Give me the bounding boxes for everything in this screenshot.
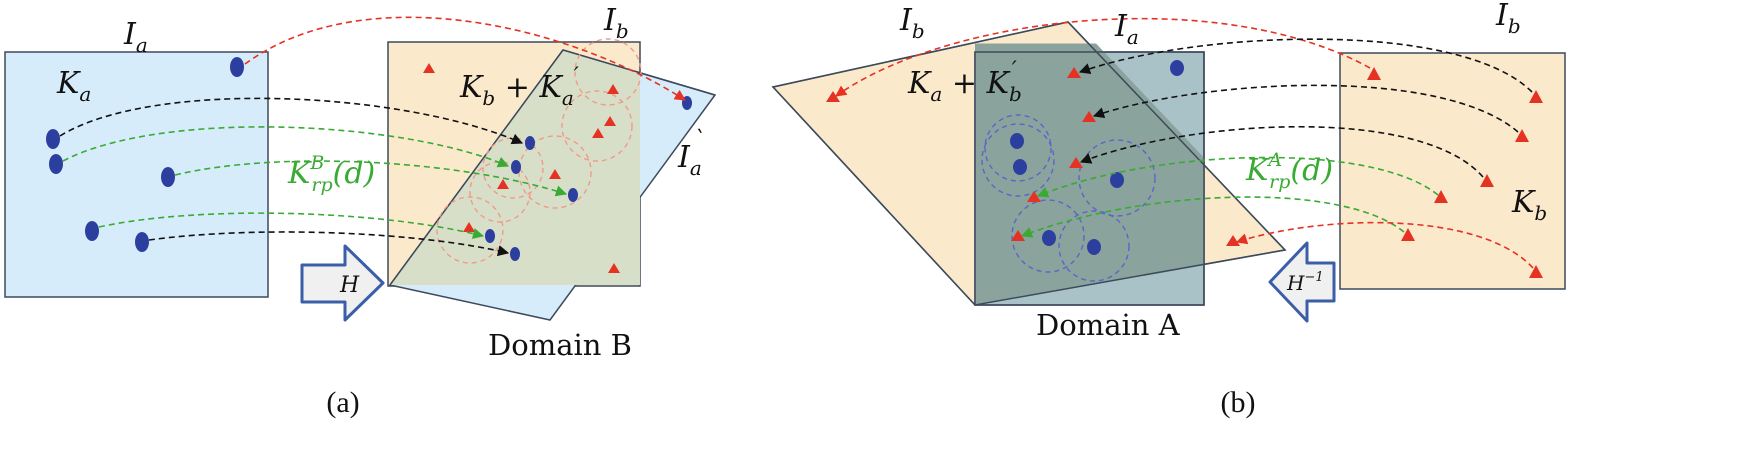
caption-b: (b) — [1221, 386, 1256, 419]
keypoints-a-ellipses — [46, 57, 244, 252]
warped-image-label: Ia` — [677, 128, 705, 180]
image-a-label: Ia — [123, 17, 148, 57]
arrow-left-icon — [1268, 241, 1336, 323]
image-a-label-b: Ia — [1114, 9, 1139, 49]
keypoints-a-ellipses-b — [1010, 60, 1184, 255]
image-b-rect-b — [1339, 52, 1566, 290]
domain-a-label: Domain A — [1036, 308, 1181, 342]
homography-label: H — [339, 273, 360, 298]
homography-inverse-label: H−1 — [1286, 270, 1324, 295]
image-b-label: Ib — [603, 3, 629, 43]
image-a-rect — [4, 51, 269, 298]
repeat-circles-b — [981, 114, 1156, 282]
overlap-region-b — [975, 43, 1204, 305]
warped-image-label-b: Ib` — [899, 0, 928, 43]
match-arrows-b — [835, 17, 1534, 269]
image-b-label-b: Ib — [1495, 0, 1521, 38]
combined-keypoints-label: Kb + Ka′ — [459, 64, 579, 110]
caption-a: (a) — [326, 386, 359, 419]
arrow-right-icon — [300, 244, 385, 322]
keypoints-b-label: Kb — [1511, 185, 1547, 225]
keypoints-b-triangles-b — [1367, 67, 1543, 278]
domain-b-label: Domain B — [488, 328, 632, 362]
match-arrows-a — [59, 16, 686, 257]
keypoints-a-label: Ka — [56, 66, 91, 106]
repeat-circles-a — [436, 38, 642, 264]
keypoints-a-warped — [485, 96, 692, 261]
combined-keypoints-label-b: Ka + Kb′ — [907, 58, 1022, 106]
